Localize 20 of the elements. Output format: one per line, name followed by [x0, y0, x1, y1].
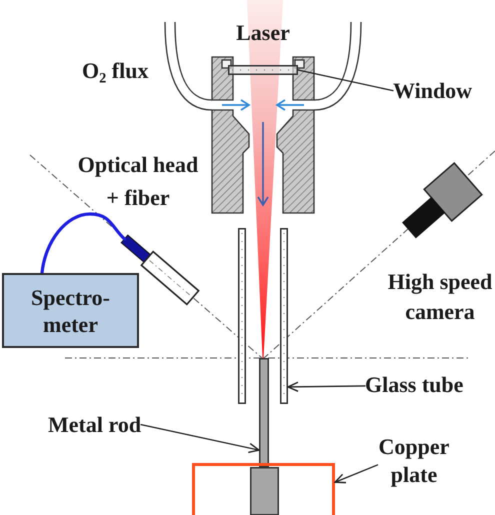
optical-fiber	[40, 212, 126, 275]
spectrometer-box	[2, 273, 139, 348]
leader-line	[297, 69, 394, 92]
spectrometer-label: Spectro- meter	[30, 284, 111, 338]
metal-rod	[259, 358, 269, 467]
leader-arrow	[140, 424, 260, 454]
glass-tube-label: Glass tube	[365, 372, 464, 398]
copper-plate-label: Copper plate	[378, 433, 450, 489]
leader-arrow	[287, 382, 366, 392]
camera-label: High speed camera	[387, 268, 493, 326]
metal-rod-label: Metal rod	[48, 412, 142, 438]
copper-plate	[192, 463, 335, 515]
leader-arrow	[334, 464, 378, 484]
window-pane	[228, 65, 298, 75]
gas-flow-label: O$_{2}$ flux	[82, 58, 148, 84]
glass-tube-wall	[280, 228, 288, 404]
laser-label: Laser	[236, 20, 290, 46]
fiber-probe	[119, 233, 201, 307]
optical-head-label: Optical head + fiber	[76, 151, 200, 212]
window-label: Window	[393, 78, 472, 104]
